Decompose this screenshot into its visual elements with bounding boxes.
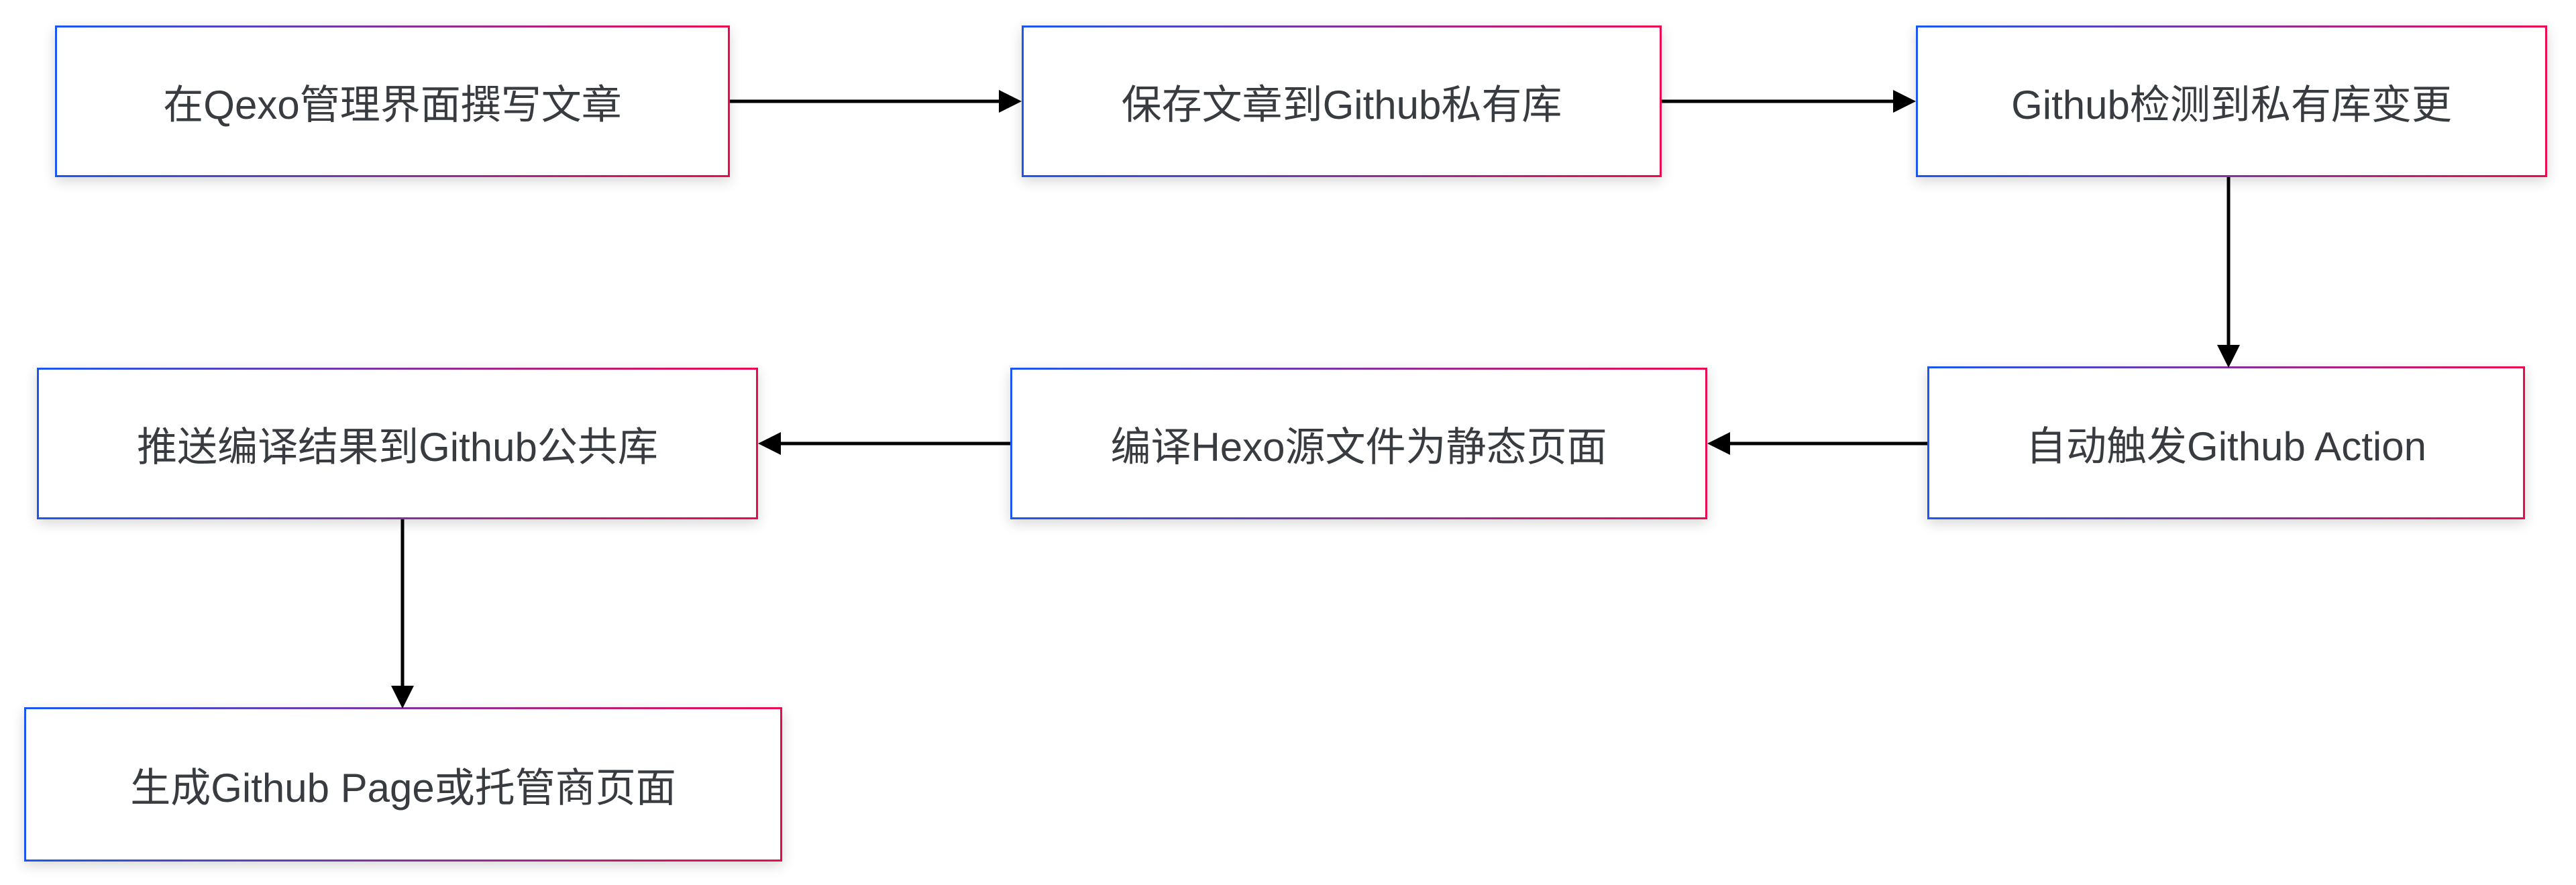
edge-detect-to-action-arrow	[2217, 177, 2240, 368]
node-generate-page: 生成Github Page或托管商页面	[24, 707, 782, 862]
node-push-to-public-repo: 推送编译结果到Github公共库	[37, 368, 758, 519]
node-push-to-public-repo-label: 推送编译结果到Github公共库	[137, 424, 658, 470]
arrow-head-right-icon	[999, 90, 1022, 113]
edge-compile-to-push-arrow	[758, 432, 1010, 455]
node-trigger-github-action-label: 自动触发Github Action	[2026, 423, 2426, 469]
arrow-head-right-icon	[1893, 90, 1916, 113]
node-write-article: 在Qexo管理界面撰写文章	[55, 25, 730, 177]
edge-write-to-save-arrow	[730, 90, 1022, 113]
node-compile-hexo-source: 编译Hexo源文件为静态页面	[1010, 368, 1707, 519]
edge-save-to-detect-arrow	[1662, 90, 1916, 113]
node-save-to-private-repo: 保存文章到Github私有库	[1022, 25, 1662, 177]
arrow-head-left-icon	[758, 432, 781, 455]
arrow-head-down-icon	[391, 686, 414, 709]
arrow-head-down-icon	[2217, 345, 2240, 368]
node-compile-hexo-source-label: 编译Hexo源文件为静态页面	[1110, 424, 1607, 470]
edge-push-to-generate-arrow	[391, 519, 414, 709]
node-save-to-private-repo-label: 保存文章到Github私有库	[1121, 82, 1562, 127]
node-generate-page-label: 生成Github Page或托管商页面	[130, 765, 676, 811]
node-github-detects-change-label: Github检测到私有库变更	[2011, 82, 2452, 127]
edge-action-to-compile-arrow	[1707, 432, 1927, 455]
arrow-head-left-icon	[1707, 432, 1730, 455]
node-write-article-label: 在Qexo管理界面撰写文章	[163, 82, 622, 127]
node-github-detects-change: Github检测到私有库变更	[1916, 25, 2547, 177]
node-trigger-github-action: 自动触发Github Action	[1927, 366, 2525, 519]
